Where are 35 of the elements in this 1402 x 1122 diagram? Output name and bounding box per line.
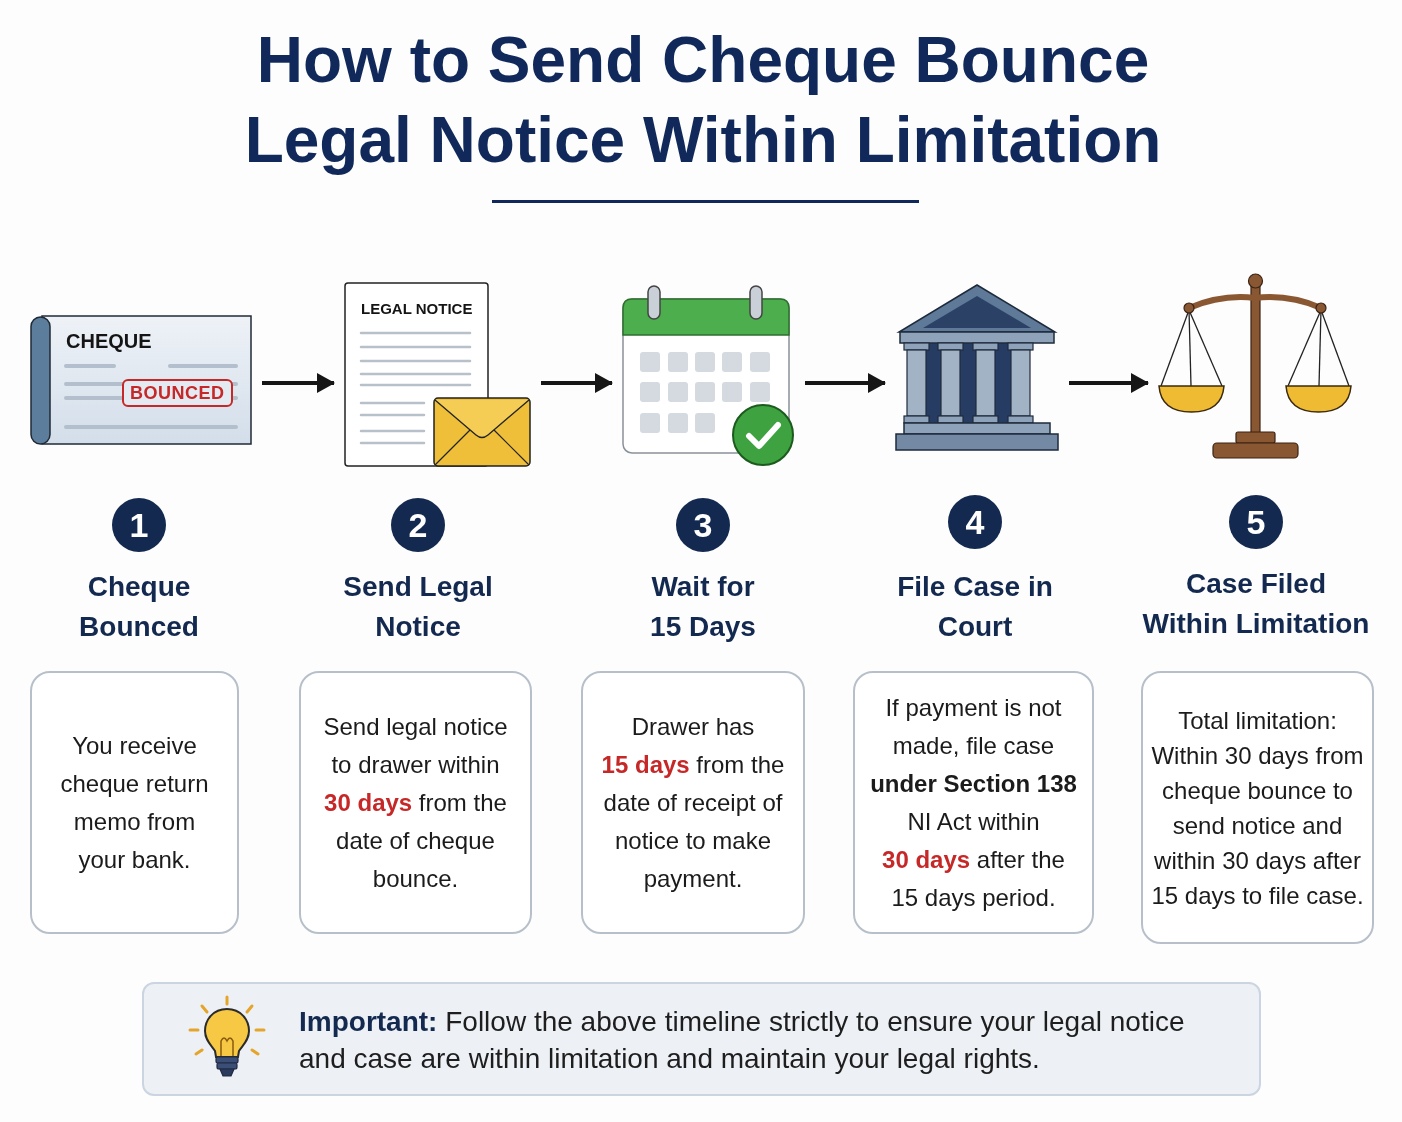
step-description: You receive cheque return memo from your bank. (59, 730, 210, 875)
step-card (30, 671, 239, 934)
step-number-badge: 4 (948, 495, 1002, 549)
legal-notice-illustration (344, 282, 531, 467)
arrow (262, 373, 335, 393)
bounced-stamp: BOUNCED (122, 379, 233, 407)
arrow (805, 373, 886, 393)
courthouse-illustration (895, 284, 1059, 452)
arrow (1069, 373, 1149, 393)
note-text: Important: Follow the above timeline strictly to ensure your legal notice and case are within limitation and maintain your legal rights. (299, 1005, 1186, 1076)
step-title: Send Legal Notice (342, 570, 494, 644)
step-number-badge: 2 (391, 498, 445, 552)
step-number-badge: 1 (112, 498, 166, 552)
scales-illustration (1158, 272, 1352, 460)
arrow (541, 373, 613, 393)
title: How to Send Cheque Bounce Legal Notice Within Limitation (243, 23, 1163, 178)
cheque-illustration (30, 313, 252, 447)
step-title: Case Filed Within Limitation (1141, 567, 1371, 641)
step-card (853, 671, 1094, 934)
step-title: Wait for 15 Days (649, 570, 757, 644)
note-panel (142, 982, 1261, 1096)
step-card (581, 671, 805, 934)
step-description: Send legal notice to drawer within 30 days from the date of cheque bounce. (322, 711, 509, 894)
document-heading: LEGAL NOTICE (361, 299, 473, 319)
step-description: Total limitation: Within 30 days from cheque bounce to send notice and within 30 days after 15 days to file case. (1151, 705, 1364, 911)
step-number-badge: 5 (1229, 495, 1283, 549)
step-title: Cheque Bounced (78, 570, 200, 644)
step-description: Drawer has 15 days from the date of receipt of notice to make payment. (600, 711, 786, 894)
cheque-label: CHEQUE (66, 329, 152, 353)
step-description: If payment is not made, file case under Section 138 NI Act within 30 days after the 15 days period. (869, 692, 1078, 913)
step-card (299, 671, 532, 934)
step-number-badge: 3 (676, 498, 730, 552)
step-title: File Case in Court (896, 570, 1054, 644)
calendar-illustration (622, 285, 795, 467)
step-card (1141, 671, 1374, 944)
